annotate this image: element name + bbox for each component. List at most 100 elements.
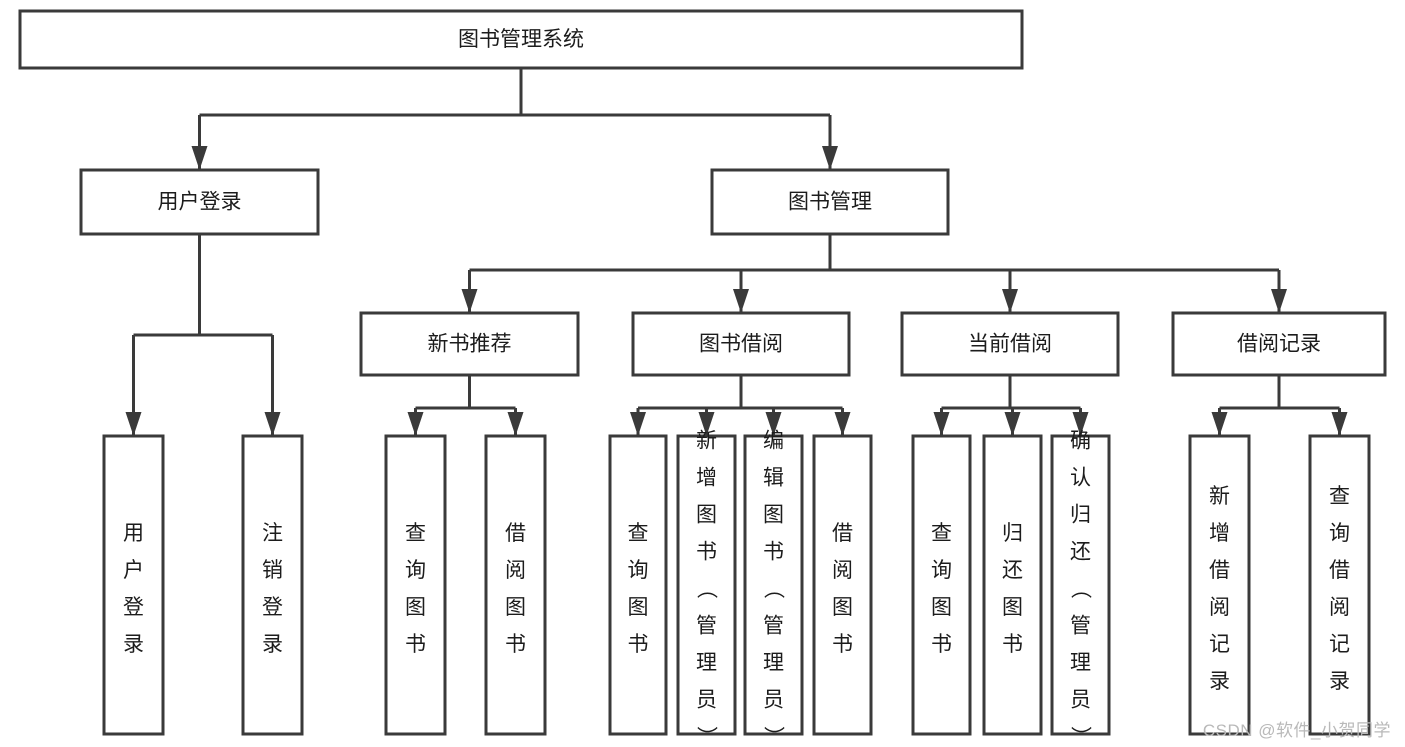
svg-text:借: 借 <box>832 522 853 545</box>
svg-text:阅: 阅 <box>1209 596 1230 619</box>
connector-lines <box>132 68 1341 436</box>
svg-text:询: 询 <box>405 559 426 582</box>
arrow-book-mgmt-3 <box>1271 289 1287 313</box>
node-box-borrow-book-2[interactable] <box>812 434 873 736</box>
svg-text:图: 图 <box>763 503 784 526</box>
node-box-edit-book-admin[interactable] <box>743 434 804 736</box>
node-box-borrow-book-1[interactable] <box>484 434 547 736</box>
svg-text:阅: 阅 <box>505 559 526 582</box>
node-box-user-logout-leaf[interactable] <box>241 434 304 736</box>
node-box-return-book[interactable] <box>982 434 1043 736</box>
node-label-root: 图书管理系统 <box>458 28 584 51</box>
arrow-current-borrow-1 <box>1004 412 1021 436</box>
svg-text:图: 图 <box>931 596 952 619</box>
svg-text:书: 书 <box>931 633 952 656</box>
node-box-query-book-3[interactable] <box>911 434 972 736</box>
node-label-borrow-record: 借阅记录 <box>1237 333 1321 356</box>
svg-text:书: 书 <box>763 540 784 563</box>
svg-text:询: 询 <box>931 559 952 582</box>
svg-text:新: 新 <box>1209 485 1230 508</box>
node-box-user-login-leaf[interactable] <box>102 434 165 736</box>
svg-text:书: 书 <box>505 633 526 656</box>
svg-text:）: ） <box>1069 726 1092 747</box>
svg-text:还: 还 <box>1002 559 1023 582</box>
arrow-book-mgmt-1 <box>733 289 749 313</box>
svg-text:查: 查 <box>1329 485 1350 508</box>
svg-text:图: 图 <box>832 596 853 619</box>
node-boxes <box>18 9 1387 736</box>
svg-text:管: 管 <box>1070 614 1091 637</box>
svg-text:记: 记 <box>1209 633 1230 656</box>
node-box-confirm-return-admin[interactable] <box>1050 434 1111 736</box>
svg-text:编: 编 <box>763 429 784 452</box>
node-box-add-borrow-record[interactable] <box>1188 434 1251 736</box>
svg-text:图: 图 <box>1002 596 1023 619</box>
svg-text:认: 认 <box>1070 466 1091 489</box>
svg-text:登: 登 <box>123 596 144 619</box>
node-box-query-borrow-record[interactable] <box>1308 434 1371 736</box>
node-box-new-book-recommend[interactable] <box>359 311 580 377</box>
svg-text:销: 销 <box>262 559 283 582</box>
svg-text:）: ） <box>695 726 718 747</box>
svg-text:询: 询 <box>1329 522 1350 545</box>
svg-text:登: 登 <box>262 596 283 619</box>
svg-text:（: （ <box>695 578 718 599</box>
svg-text:理: 理 <box>1070 651 1091 674</box>
arrow-new-book-recommend-0 <box>407 412 424 436</box>
svg-text:增: 增 <box>696 466 717 489</box>
node-box-current-borrow[interactable] <box>900 311 1120 377</box>
arrow-book-mgmt-2 <box>1002 289 1018 313</box>
svg-text:书: 书 <box>628 633 649 656</box>
svg-text:归: 归 <box>1002 522 1023 545</box>
node-box-book-management[interactable] <box>710 168 950 236</box>
svg-text:录: 录 <box>1329 670 1350 693</box>
svg-text:书: 书 <box>696 540 717 563</box>
svg-text:员: 员 <box>1070 688 1091 711</box>
svg-text:（: （ <box>762 578 785 599</box>
svg-text:借: 借 <box>1209 559 1230 582</box>
node-box-user-login[interactable] <box>79 168 320 236</box>
svg-text:确: 确 <box>1070 429 1091 452</box>
node-box-query-book-2[interactable] <box>608 434 668 736</box>
arrow-borrow-record-1 <box>1331 412 1348 436</box>
svg-text:辑: 辑 <box>763 466 784 489</box>
arrow-heads <box>125 146 1348 436</box>
svg-text:借: 借 <box>505 522 526 545</box>
arrow-current-borrow-2 <box>1072 412 1089 436</box>
node-label-new-book-recommend: 新书推荐 <box>428 333 512 356</box>
node-box-query-book-1[interactable] <box>384 434 447 736</box>
node-label-current-borrow: 当前借阅 <box>968 333 1052 356</box>
svg-text:增: 增 <box>1209 522 1230 545</box>
node-box-add-book-admin[interactable] <box>676 434 737 736</box>
arrow-book-borrow-3 <box>834 412 851 436</box>
node-label-user-login: 用户登录 <box>158 191 242 214</box>
svg-text:归: 归 <box>1070 503 1091 526</box>
node-label-book-borrow: 图书借阅 <box>699 333 783 356</box>
svg-text:书: 书 <box>405 633 426 656</box>
arrow-user-login-0 <box>125 412 142 436</box>
svg-text:理: 理 <box>763 651 784 674</box>
node-box-borrow-record[interactable] <box>1171 311 1387 377</box>
node-box-root[interactable] <box>18 9 1024 70</box>
svg-text:（: （ <box>1069 578 1092 599</box>
svg-text:书: 书 <box>1002 633 1023 656</box>
arrow-user-login-1 <box>264 412 281 436</box>
svg-text:查: 查 <box>405 522 426 545</box>
svg-text:户: 户 <box>123 559 144 582</box>
arrow-book-borrow-1 <box>698 412 715 436</box>
node-label-book-management: 图书管理 <box>788 191 872 214</box>
node-box-book-borrow[interactable] <box>631 311 851 377</box>
svg-text:图: 图 <box>628 596 649 619</box>
node-label-user-login-leaf: 用户登录 <box>123 522 144 656</box>
node-labels: 图书管理系统用户登录图书管理用户登录注销登录新书推荐查询图书借阅图书图书借阅查询… <box>123 28 1350 747</box>
